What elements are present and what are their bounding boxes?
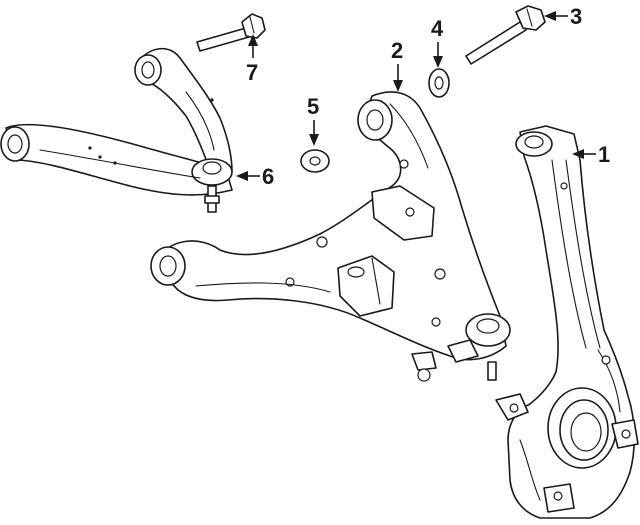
bolt-part-3	[465, 5, 546, 65]
lower-control-arm-part-2	[150, 91, 511, 382]
callout-7: 7	[246, 34, 258, 85]
callout-3: 3	[544, 4, 582, 29]
callout-2-label: 2	[391, 38, 403, 63]
callout-1-label: 1	[598, 142, 610, 167]
callout-5: 5	[307, 94, 319, 146]
callout-1: 1	[572, 142, 610, 167]
callout-5-label: 5	[307, 94, 319, 119]
callout-7-label: 7	[246, 60, 258, 85]
steering-knuckle-part-1	[495, 125, 639, 519]
bolt-part-7	[196, 13, 266, 52]
callout-4-label: 4	[431, 16, 444, 41]
callout-6-label: 6	[262, 164, 274, 189]
callout-4: 4	[431, 16, 444, 68]
callout-2: 2	[391, 38, 403, 92]
callout-3-label: 3	[570, 4, 582, 29]
washer-part-5	[300, 149, 330, 173]
callout-6: 6	[236, 164, 274, 189]
washer-part-4	[428, 68, 450, 98]
upper-control-arm-part-6	[0, 47, 233, 213]
